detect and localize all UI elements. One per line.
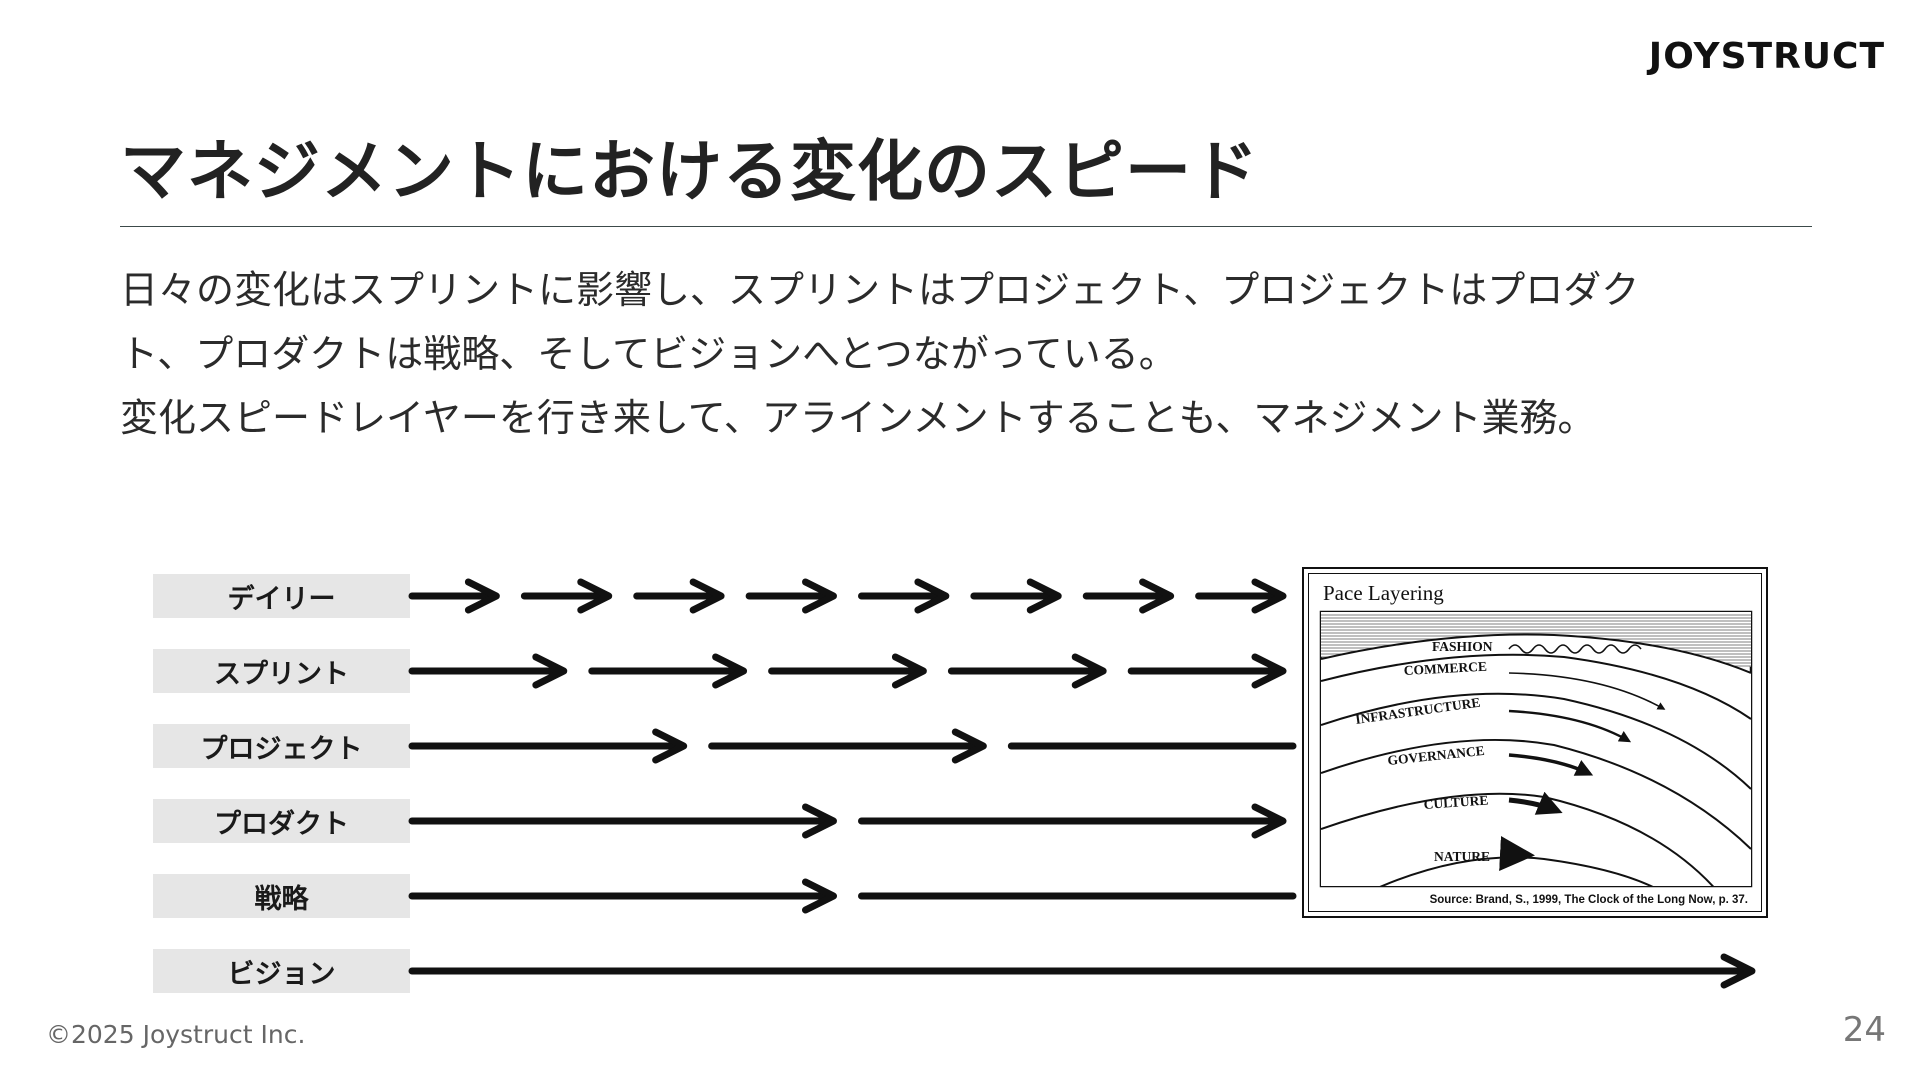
pace-figure-border [1308, 573, 1762, 912]
arrow-6-1 [408, 953, 1756, 989]
arrow-1-1 [408, 578, 500, 614]
arrow-4-1 [408, 803, 837, 839]
body-line-2: ト、プロダクトは戦略、そしてビジョンへとつながっている。 [120, 332, 1177, 376]
arrow-2-5 [1127, 653, 1287, 689]
nature-arrow [1499, 836, 1535, 872]
arrow-2-3 [768, 653, 927, 689]
pace-layer-nature: NATURE [1434, 849, 1490, 864]
body-line-1: 日々の変化はスプリントに影響し、スプリントはプロジェクト、プロジェクトはプロダク [120, 268, 1640, 312]
pace-layering-drawing: FASHION COMMERCE INFRASTRUCTURE GOVERNAN… [1319, 610, 1753, 888]
page-title: マネジメントにおける変化のスピード [120, 133, 1259, 210]
arrow-4-2 [858, 803, 1287, 839]
page-number: 24 [1842, 1010, 1886, 1050]
pace-hatching [1321, 612, 1751, 886]
governance-arc [1321, 739, 1751, 850]
pace-layer-commerce: COMMERCE [1403, 659, 1487, 678]
layer-label-vision: ビジョン [153, 949, 410, 993]
fashion-squiggle [1508, 644, 1642, 654]
footer-copyright: ©2025 Joystruct Inc. [46, 1020, 306, 1049]
commerce-arc [1321, 653, 1751, 720]
arrow-1-6 [970, 578, 1062, 614]
layer-label-project: プロジェクト [153, 724, 410, 768]
arrow-2-2 [588, 653, 748, 689]
arrow-1-3 [633, 578, 725, 614]
pace-layer-culture: CULTURE [1423, 793, 1489, 812]
nature-arc [1379, 856, 1654, 886]
arrow-3-2 [708, 728, 987, 764]
body-line-3: 変化スピードレイヤーを行き来して、アラインメントすることも、マネジメント業務。 [120, 396, 1596, 440]
infrastructure-arc [1321, 692, 1751, 790]
layer-label-product: プロダクト [153, 799, 410, 843]
joystruct-logo: JOYSTRUCT [1648, 36, 1885, 77]
infrastructure-arrow [1508, 709, 1632, 743]
arrow-1-8 [1195, 578, 1287, 614]
arrow-2-4 [947, 653, 1107, 689]
arrow-5-1 [408, 878, 837, 914]
pace-layer-fashion: FASHION [1432, 639, 1493, 654]
fashion-arc [1321, 633, 1751, 674]
body-text: 日々の変化はスプリントに影響し、スプリントはプロジェクト、プロジェクトはプロダク… [120, 258, 1770, 450]
layer-label-daily: デイリー [153, 574, 410, 618]
pace-layering-figure: Pace Layering [1302, 567, 1768, 918]
arrow-3-1 [408, 728, 688, 764]
commerce-arrow [1508, 672, 1666, 710]
arrow-2-1 [408, 653, 568, 689]
layer-label-strategy: 戦略 [153, 874, 410, 918]
pace-layering-title: Pace Layering [1323, 581, 1444, 605]
arrow-1-7 [1082, 578, 1175, 614]
arrow-1-4 [745, 578, 837, 614]
pace-source-citation: Source: Brand, S., 1999, The Clock of th… [1429, 894, 1748, 906]
arrow-1-5 [858, 578, 950, 614]
arrow-1-2 [520, 578, 613, 614]
culture-arrow [1508, 791, 1563, 815]
governance-arrow [1508, 753, 1594, 776]
title-divider [120, 226, 1812, 227]
layer-label-sprint: スプリント [153, 649, 410, 693]
